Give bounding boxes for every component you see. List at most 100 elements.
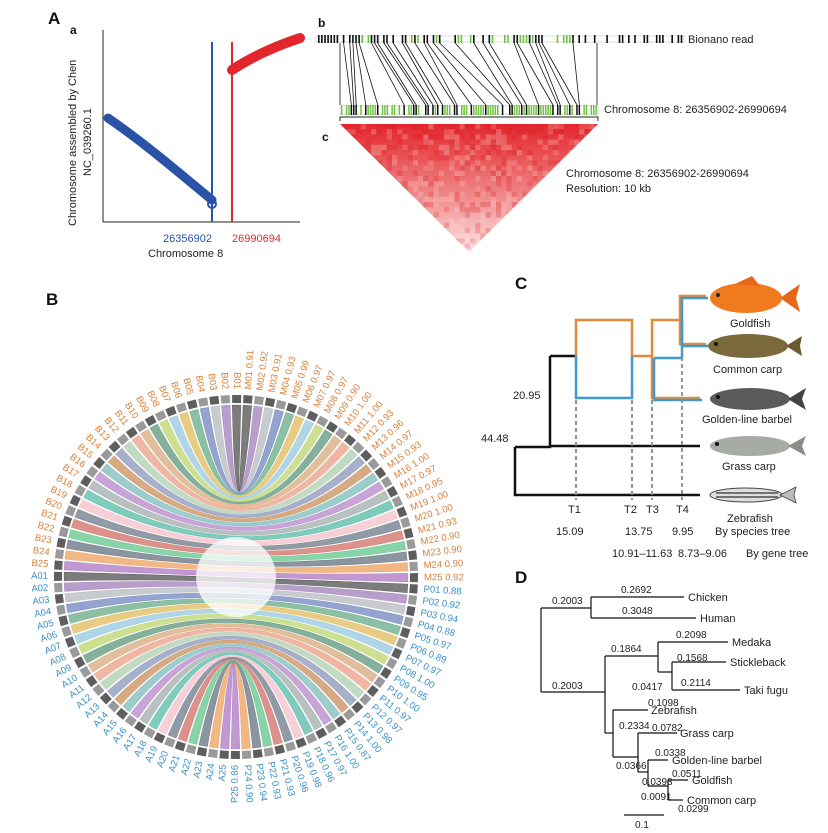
hic-cell — [516, 144, 522, 150]
alignment-line — [349, 42, 355, 106]
hic-cell — [407, 181, 413, 187]
hic-cell — [485, 186, 491, 192]
hic-cell — [423, 176, 429, 182]
hic-cell — [423, 222, 429, 228]
bionano-label-mark — [435, 35, 438, 43]
hic-cell — [496, 202, 502, 208]
hic-cell — [386, 165, 392, 171]
chromosome-block — [74, 484, 86, 497]
hic-cell — [475, 207, 481, 213]
chromosome-block — [405, 605, 416, 617]
bionano-label-mark — [655, 35, 658, 43]
hic-cell — [506, 165, 512, 171]
branch-label-16: 0.0398 — [642, 777, 673, 788]
hic-cell — [407, 144, 413, 150]
hic-cell — [381, 233, 387, 239]
chromosome-label-mark — [465, 105, 468, 115]
hic-cell — [594, 160, 598, 166]
ribbon-b-m — [78, 499, 398, 546]
species-tree-backbone — [513, 354, 700, 497]
hic-cell — [433, 150, 439, 156]
branch-label-7: 0.2114 — [681, 678, 711, 689]
bionano-label-mark — [438, 35, 441, 43]
hic-cell — [423, 202, 429, 208]
hic-cell — [444, 196, 450, 202]
bionano-label-mark — [383, 35, 385, 43]
panel-a: A a b c Chromosome assembled by Chen NC_… — [48, 9, 787, 260]
barbel-tail — [788, 388, 806, 410]
hic-cell — [355, 207, 361, 213]
hic-cell — [418, 217, 424, 223]
bionano-label-mark — [469, 35, 472, 43]
hic-cell — [376, 212, 382, 218]
hic-cell — [360, 233, 366, 239]
chromosome-block — [230, 750, 240, 759]
chromosome-label-mark — [535, 105, 537, 115]
hic-cell — [511, 196, 517, 202]
hic-cell — [412, 212, 418, 218]
hic-cell — [407, 155, 413, 161]
hic-cell — [480, 165, 486, 171]
hic-cell — [392, 233, 398, 239]
branch-label-2: 0.2692 — [621, 585, 652, 596]
hic-cell — [584, 155, 590, 161]
ribbon-a-p — [220, 662, 240, 750]
ribbon-b-m — [199, 406, 284, 494]
hic-cell — [366, 144, 372, 150]
hic-cell — [475, 233, 481, 239]
hic-cell — [490, 124, 496, 130]
hic-cell — [350, 196, 356, 202]
hic-cell — [449, 196, 455, 202]
hic-cell — [340, 202, 346, 208]
hic-cell — [501, 134, 507, 140]
hic-cell — [412, 217, 418, 223]
hic-cell — [376, 238, 382, 244]
hic-cell — [402, 134, 408, 140]
hic-cell — [558, 176, 564, 182]
hic-cell — [594, 155, 598, 161]
chromosome-label-mark — [410, 105, 413, 115]
hic-cell — [496, 181, 502, 187]
bionano-label-mark — [522, 35, 525, 43]
hic-cell — [376, 170, 382, 176]
bionano-label-mark — [628, 35, 630, 43]
common-carp-eye — [714, 342, 718, 346]
time-label-t1: T1 — [568, 504, 581, 516]
taxon-golden-line-barbel: Golden-line barbel — [672, 755, 762, 767]
chromosome-label: A25 — [217, 764, 229, 782]
bionano-label-mark — [358, 35, 360, 43]
chromosome-block — [175, 402, 188, 413]
hic-cell — [376, 207, 382, 213]
chromosome-label-mark — [367, 105, 369, 115]
alignment-line — [374, 42, 415, 106]
hic-cell — [485, 134, 491, 140]
hic-cell — [475, 248, 481, 252]
hic-cell — [386, 248, 392, 252]
hic-cell — [527, 181, 533, 187]
hic-cell — [496, 217, 502, 223]
hic-cell — [537, 124, 543, 130]
hic-cell — [366, 186, 372, 192]
hic-cell — [407, 243, 413, 249]
chromosome-block — [92, 684, 105, 697]
hic-cell — [464, 212, 470, 218]
hic-cell — [350, 160, 356, 166]
chromosome-block — [69, 494, 81, 507]
hic-cell — [449, 191, 455, 197]
chromosome-label-mark — [456, 105, 458, 115]
taxon-common-carp: Common carp — [687, 795, 756, 807]
hic-cell — [470, 150, 476, 156]
bionano-label-mark — [538, 35, 540, 43]
hic-cell — [584, 212, 590, 218]
hic-cell — [366, 170, 372, 176]
hic-cell — [558, 160, 564, 166]
hic-cell — [360, 155, 366, 161]
bionano-alignment-lines — [339, 42, 598, 106]
hic-cell — [392, 186, 398, 192]
hic-cell — [386, 228, 392, 234]
hic-cell — [381, 196, 387, 202]
ribbon-b-m — [88, 480, 390, 536]
hic-cell — [516, 176, 522, 182]
bionano-label-mark — [457, 35, 460, 43]
chromosome-8-track — [339, 105, 599, 115]
